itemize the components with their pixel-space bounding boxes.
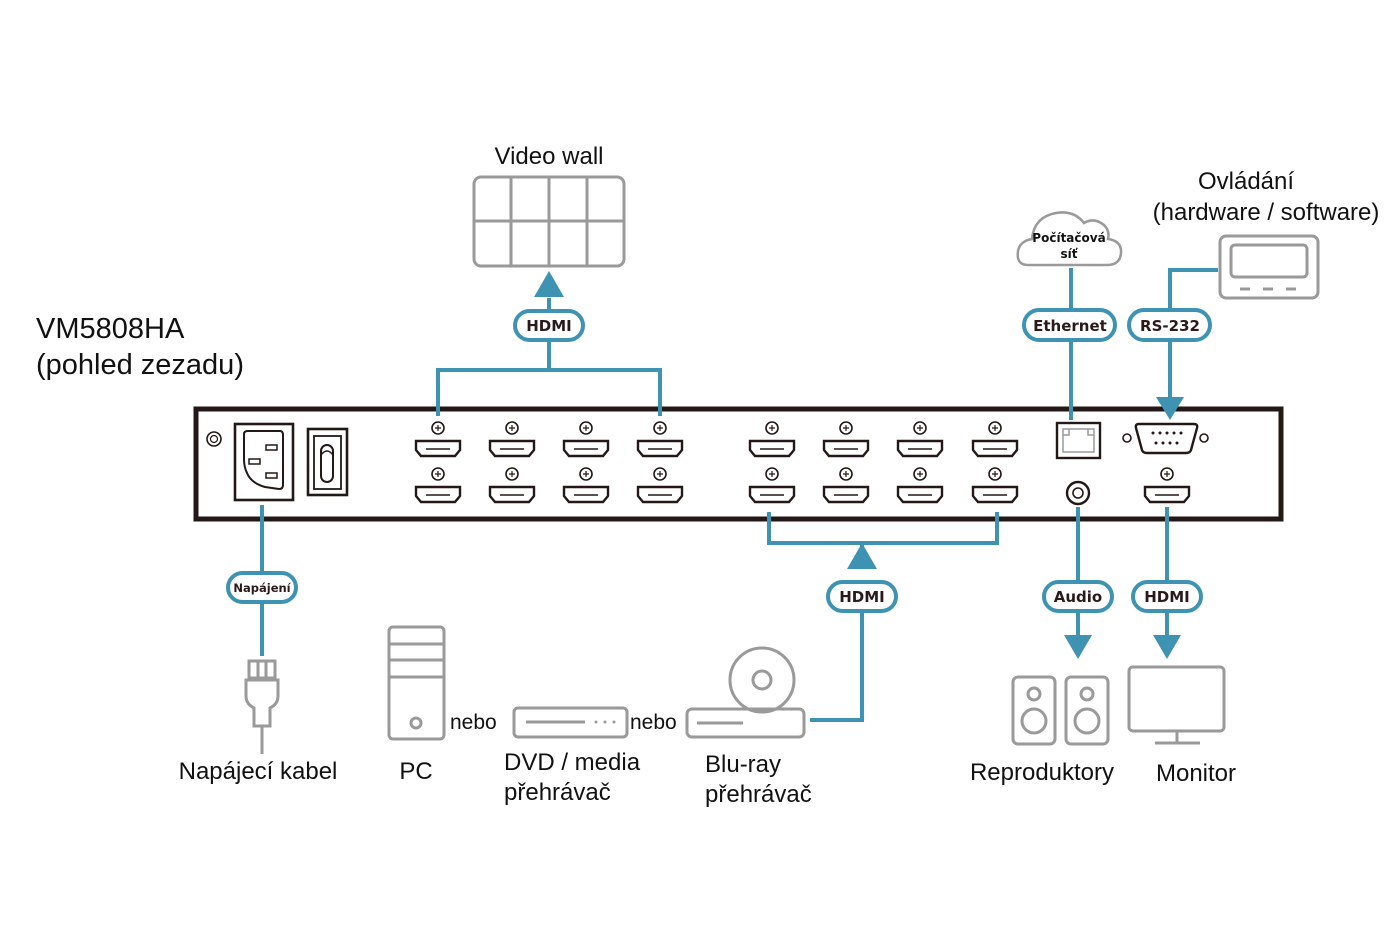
network-cloud-label-1: Počítačová (1032, 231, 1105, 245)
rs232-pill-label: RS-232 (1140, 317, 1200, 335)
monitor-icon (1127, 665, 1226, 745)
power-cable-label: Napájecí kabel (179, 758, 338, 785)
arrow-down-icon (1064, 635, 1092, 659)
hdmi-output-port (562, 466, 610, 504)
hdmi-monitor-pill: HDMI (1131, 580, 1203, 613)
bluray-label-2: přehrávač (705, 781, 812, 808)
rs232-line (1168, 268, 1218, 398)
device-model-label: VM5808HA (36, 313, 185, 345)
audio-pill-label: Audio (1054, 588, 1102, 606)
or-separator-1: nebo (450, 711, 497, 734)
power-pill-label: Napájení (233, 581, 291, 595)
hdmi-input-port (748, 466, 796, 504)
arrow-up-icon (847, 543, 877, 569)
dvd-label-1: DVD / media (504, 749, 641, 776)
rs232-pill: RS-232 (1127, 308, 1212, 342)
hdmi-input-port (971, 466, 1019, 504)
control-panel-icon (1218, 234, 1320, 300)
arrow-up-icon (534, 271, 564, 297)
hdmi-output-port (636, 420, 684, 458)
bluray-player-icon (685, 646, 806, 739)
hdmi-input-pill-label: HDMI (839, 588, 885, 606)
hdmi-input-line (767, 512, 999, 722)
hdmi-input-ports (748, 420, 1019, 504)
network-cloud-label-2: síť (1061, 247, 1079, 261)
hdmi-output-port (414, 420, 462, 458)
hdmi-input-port (971, 420, 1019, 458)
arrow-down-icon (1153, 635, 1181, 659)
hdmi-input-port (822, 420, 870, 458)
bluray-label-1: Blu-ray (705, 751, 781, 778)
monitor-label: Monitor (1156, 760, 1236, 787)
ethernet-pill-label: Ethernet (1033, 317, 1107, 335)
power-inlet-icon (233, 422, 295, 502)
hdmi-output-ports (414, 420, 684, 504)
speakers-icon (1011, 675, 1110, 746)
hdmi-output-port (488, 420, 536, 458)
hdmi-output-pill-label: HDMI (526, 317, 572, 335)
hdmi-output-pill: HDMI (513, 309, 585, 342)
or-separator-2: nebo (630, 711, 677, 734)
dvd-label-2: přehrávač (504, 779, 611, 806)
device-view-label: (pohled zezadu) (36, 349, 244, 381)
pc-label: PC (399, 758, 432, 785)
power-pill: Napájení (226, 571, 298, 604)
hdmi-output-port (414, 466, 462, 504)
hdmi-input-pill: HDMI (826, 580, 898, 613)
video-wall-label: Video wall (495, 143, 604, 170)
audio-jack-icon (1065, 480, 1091, 506)
arrow-down-icon (1156, 397, 1184, 420)
audio-pill: Audio (1042, 580, 1114, 613)
hdmi-output-port (636, 466, 684, 504)
pc-tower-icon (387, 625, 446, 741)
ethernet-pill: Ethernet (1022, 308, 1117, 342)
control-label-1: Ovládání (1198, 168, 1294, 195)
hdmi-output-port (562, 420, 610, 458)
network-cloud-icon (1016, 211, 1123, 267)
dvd-player-icon (512, 706, 629, 739)
power-plug-icon (244, 659, 280, 754)
speakers-label: Reproduktory (970, 759, 1114, 786)
control-label-2: (hardware / software) (1153, 199, 1380, 226)
video-wall-icon (472, 175, 626, 268)
device-rear-panel (193, 406, 1284, 522)
hdmi-input-port (822, 466, 870, 504)
rs232-port-icon (1122, 422, 1209, 455)
hdmi-input-port (748, 420, 796, 458)
hdmi-input-port (896, 420, 944, 458)
hdmi-monitor-port (1143, 466, 1191, 504)
ground-screw-icon (206, 431, 222, 447)
hdmi-output-port (488, 466, 536, 504)
hdmi-monitor-pill-label: HDMI (1144, 588, 1190, 606)
ethernet-port-icon (1055, 421, 1102, 460)
hdmi-input-port (896, 466, 944, 504)
power-switch-icon (306, 427, 349, 497)
